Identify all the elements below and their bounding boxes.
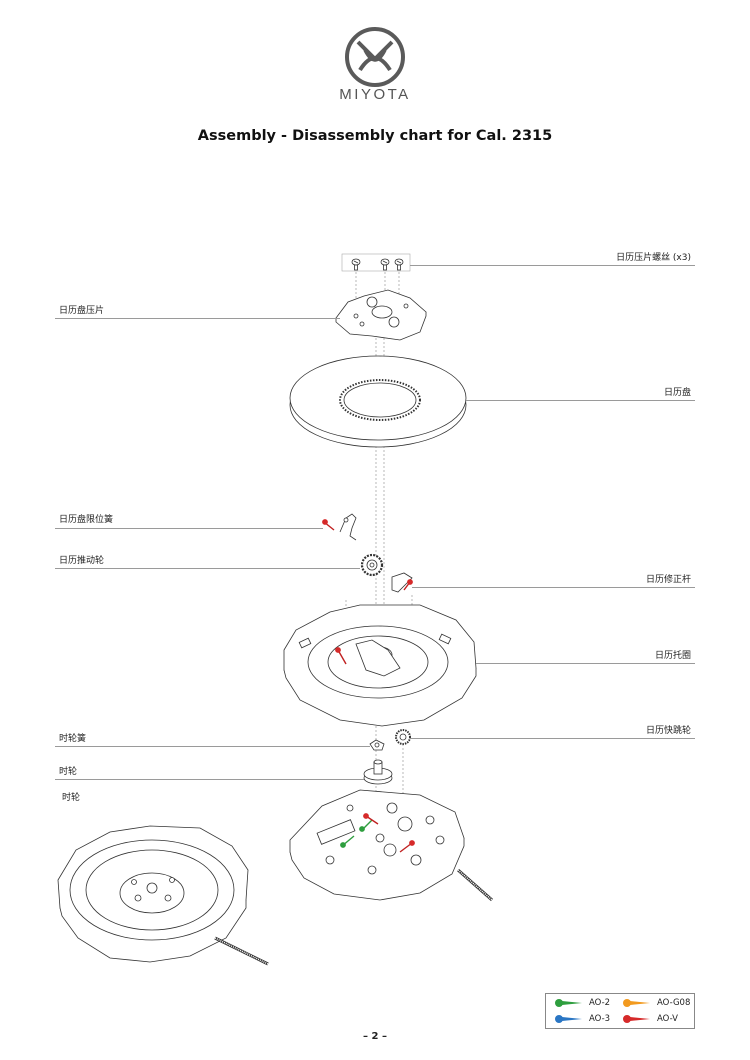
oil-dropper-icon <box>555 999 582 1007</box>
oil-legend: AO-2 AO-G08 AO-3 AO-V <box>545 993 695 1029</box>
dial-holder <box>283 604 477 727</box>
leader-date-driving-wheel <box>55 568 360 569</box>
leader-date-quick-wheel <box>410 738 695 739</box>
legend-item-ao-2: AO-2 <box>554 998 610 1008</box>
date-driving-wheel <box>360 553 384 577</box>
brand-name: MIYOTA <box>339 86 411 103</box>
label-dial-holder: 日历托圈 <box>654 651 691 661</box>
assembled-movement <box>57 825 269 966</box>
hour-wheel <box>363 759 393 785</box>
leader-hour-wheel-spring <box>55 746 370 747</box>
label-calendar-plate: 日历盘压片 <box>59 306 105 316</box>
oil-dropper-icon <box>623 999 650 1007</box>
page-title: Assembly - Disassembly chart for Cal. 23… <box>197 128 553 144</box>
leader-date-dial <box>466 400 695 401</box>
date-corrector <box>391 572 413 593</box>
legend-item-ao-v: AO-V <box>622 1014 678 1024</box>
label-calendar-plate-screws: 日历压片螺丝 (x3) <box>616 253 691 263</box>
label-date-corrector: 日历修正杆 <box>645 575 691 585</box>
page-number: – 2 – <box>363 1031 387 1042</box>
legend-item-ao-g08: AO-G08 <box>622 998 690 1008</box>
legend-item-ao-3: AO-3 <box>554 1014 610 1024</box>
calendar-plate-screws <box>341 253 411 272</box>
date-quick-wheel <box>395 729 411 745</box>
label-hour-wheel-spring: 时轮簧 <box>59 734 87 744</box>
label-date-dial: 日历盘 <box>663 388 691 398</box>
leader-calendar-plate <box>55 318 340 319</box>
miyota-logo-icon <box>345 27 405 87</box>
hour-wheel-spring <box>369 739 385 751</box>
label-date-quick-wheel: 日历快跳轮 <box>645 726 691 736</box>
label-date-jumper: 日历盘限位簧 <box>59 515 114 525</box>
label-hour-wheel: 时轮 <box>59 767 78 777</box>
date-dial <box>289 355 467 448</box>
leader-dial-holder <box>476 663 695 664</box>
oil-dropper-icon <box>555 1015 582 1023</box>
leader-date-jumper <box>55 528 323 529</box>
calendar-plate <box>335 289 427 341</box>
date-jumper <box>322 513 357 541</box>
oil-dropper-icon <box>623 1015 650 1023</box>
leader-date-corrector <box>412 587 695 588</box>
main-plate <box>289 789 493 902</box>
label-date-driving-wheel: 日历推动轮 <box>59 556 105 566</box>
leader-hour-wheel <box>55 779 364 780</box>
leader-calendar-plate-screws <box>410 265 695 266</box>
label-hour-wheel-2: 时轮 <box>62 793 81 803</box>
